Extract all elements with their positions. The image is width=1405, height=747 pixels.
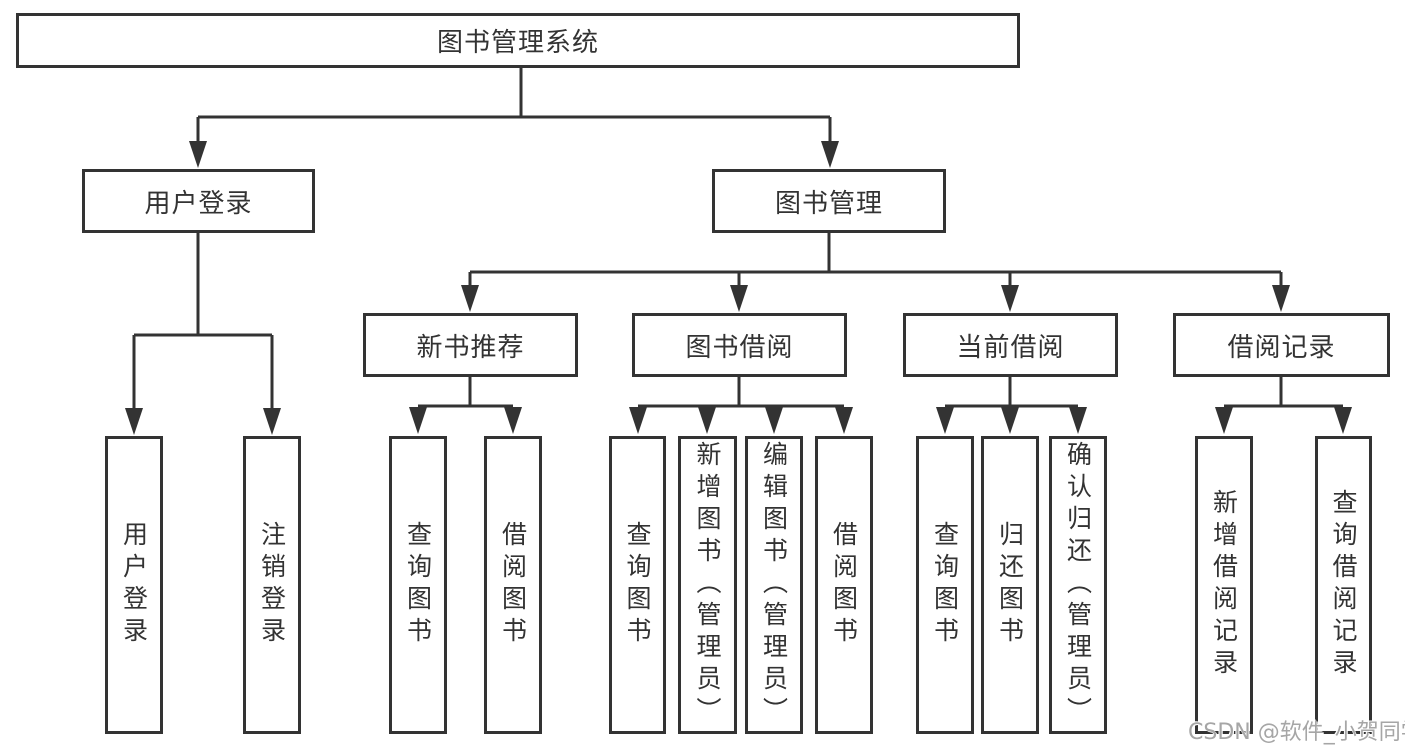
node-br-query-record: 查询借阅记录 (1315, 436, 1372, 734)
node-nb-query-books: 查询图书 (389, 436, 447, 734)
arrowhead (263, 408, 281, 435)
arrowhead (1001, 407, 1019, 434)
node-cb-query-books: 查询图书 (916, 436, 974, 734)
arrowhead (409, 407, 427, 434)
node-nb-borrow-books: 借阅图书 (484, 436, 542, 734)
arrowhead (765, 407, 783, 434)
arrowhead (1069, 407, 1087, 434)
arrowhead (125, 408, 143, 435)
node-cb-return-books: 归还图书 (981, 436, 1039, 734)
watermark: CSDN @软件_小贺同学 (1188, 720, 1405, 745)
arrowhead (629, 407, 647, 434)
node-new-book-recommend: 新书推荐 (363, 313, 578, 377)
node-bb-edit-books-admin: 编辑图书（管理员） (745, 436, 803, 734)
arrowhead (835, 407, 853, 434)
arrowhead (189, 141, 207, 168)
arrowhead (504, 407, 522, 434)
arrowhead (461, 285, 479, 312)
node-book-management: 图书管理 (712, 169, 946, 233)
arrowhead (1215, 407, 1233, 434)
node-book-borrowing: 图书借阅 (632, 313, 847, 377)
connector-lines (132, 68, 1343, 409)
node-bb-borrow-books: 借阅图书 (815, 436, 873, 734)
node-br-add-record: 新增借阅记录 (1195, 436, 1253, 734)
node-user-login-module: 用户登录 (82, 169, 315, 233)
node-logout: 注销登录 (243, 436, 301, 734)
connector-arrowheads (125, 141, 1352, 435)
node-cb-confirm-return-admin: 确认归还（管理员） (1049, 436, 1107, 734)
node-bb-query-books: 查询图书 (609, 436, 666, 734)
arrowhead (821, 141, 839, 168)
arrowhead (698, 407, 716, 434)
arrowhead (1001, 285, 1019, 312)
arrowhead (1272, 285, 1290, 312)
arrowhead (730, 285, 748, 312)
node-login: 用户登录 (105, 436, 163, 734)
node-bb-add-books-admin: 新增图书（管理员） (678, 436, 737, 734)
node-library-management-system: 图书管理系统 (16, 13, 1020, 68)
node-current-borrowing: 当前借阅 (903, 313, 1118, 377)
arrowhead (936, 407, 954, 434)
arrowhead (1334, 407, 1352, 434)
node-borrowing-records: 借阅记录 (1173, 313, 1390, 377)
